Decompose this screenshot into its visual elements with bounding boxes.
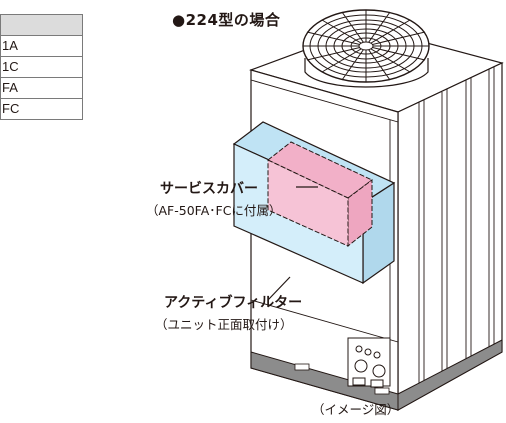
active-filter-label: アクティブフィルター bbox=[164, 295, 303, 311]
model-table-header bbox=[0, 14, 83, 36]
model-cell: 1C bbox=[0, 56, 83, 78]
model-cell: 1A bbox=[0, 35, 83, 57]
active-filter bbox=[267, 141, 373, 248]
image-caption: （イメージ図） bbox=[312, 402, 400, 417]
pipe-connection-ports bbox=[347, 337, 391, 388]
active-filter-leader bbox=[267, 276, 291, 301]
model-cell: FA bbox=[0, 77, 83, 99]
model-table-row: 1A bbox=[0, 35, 83, 57]
model-cell: FC bbox=[0, 98, 83, 120]
base-slot bbox=[294, 363, 310, 371]
model-table-header-cell bbox=[0, 14, 83, 36]
service-cover-label: サービスカバー bbox=[160, 181, 258, 197]
service-cover-note: （AF-50FA･FCに付属） bbox=[146, 203, 282, 218]
fan-guard bbox=[302, 9, 430, 88]
model-table-row: 1C bbox=[0, 56, 83, 78]
model-table: 1A 1C FA FC bbox=[0, 14, 83, 120]
diagram-title: ●224型の場合 bbox=[172, 11, 281, 29]
side-panel-grooves bbox=[418, 67, 495, 396]
base-slot bbox=[374, 387, 390, 395]
unit-base-band-side bbox=[397, 339, 503, 411]
active-filter-note: （ユニット正面取付け） bbox=[155, 317, 293, 332]
model-table-row: FA bbox=[0, 77, 83, 99]
model-table-row: FC bbox=[0, 98, 83, 120]
